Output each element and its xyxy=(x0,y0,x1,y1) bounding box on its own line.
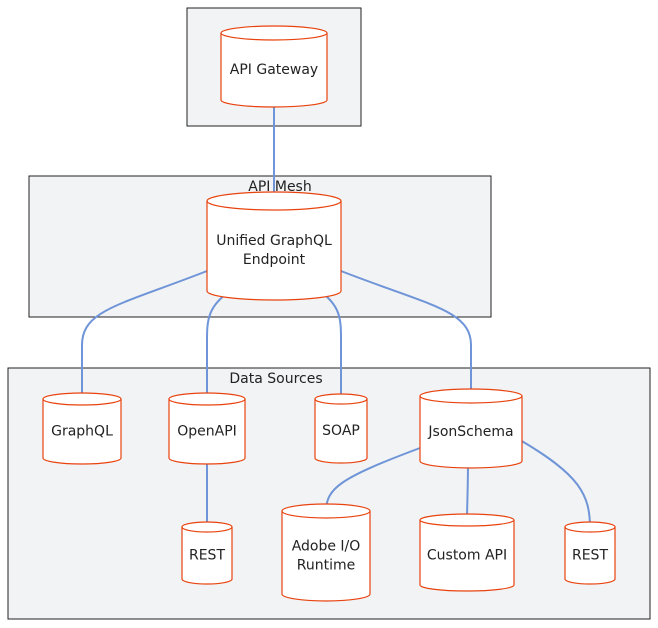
api-mesh-title: API Mesh xyxy=(248,179,311,195)
cylinder-top-rim xyxy=(42,398,122,406)
node-label: GraphQL xyxy=(51,424,113,440)
cylinder-body xyxy=(220,25,328,108)
node-label: Adobe I/O xyxy=(292,539,361,555)
node-label: JsonSchema xyxy=(427,424,513,440)
cylinder-body xyxy=(168,392,246,465)
edge-unified-to-graphql xyxy=(81,270,208,400)
rest-under-jsonschema-node: REST xyxy=(564,521,616,585)
cylinder-top-rim xyxy=(564,526,616,533)
jsonschema-source-node: JsonSchema xyxy=(419,388,523,469)
cylinder-body xyxy=(42,392,122,465)
data-sources-title: Data Sources xyxy=(229,371,322,387)
cylinder-top-rim xyxy=(419,395,523,404)
cylinder-top-rim xyxy=(419,519,515,527)
cylinder-top-rim xyxy=(281,510,371,519)
cylinder-body xyxy=(419,513,515,592)
cylinder-top-rim xyxy=(314,398,368,405)
node-label: SOAP xyxy=(322,423,360,439)
cylinder-body xyxy=(314,393,368,464)
cylinder-body xyxy=(206,191,342,301)
openapi-source-node: OpenAPI xyxy=(168,392,246,465)
unified-graphql-endpoint-node: Unified GraphQL Endpoint xyxy=(206,191,342,301)
node-label: API Gateway xyxy=(230,62,318,78)
edge-jsonschema-to-rest xyxy=(519,439,591,529)
cylinder-body xyxy=(419,388,523,469)
soap-source-node: SOAP xyxy=(314,393,368,464)
node-label: Custom API xyxy=(427,548,507,564)
graphql-source-node: GraphQL xyxy=(42,392,122,465)
cylinder-top-rim xyxy=(168,398,246,406)
node-label: Endpoint xyxy=(243,252,306,268)
api-gateway-node: API Gateway xyxy=(220,25,328,108)
node-label: REST xyxy=(189,548,225,564)
cylinder-top-rim xyxy=(181,526,233,533)
cylinder-body xyxy=(181,521,233,585)
cylinder-top-rim xyxy=(206,200,342,211)
cylinder-body xyxy=(564,521,616,585)
edge-jsonschema-to-custom-api xyxy=(466,459,469,523)
cylinder-body xyxy=(281,503,371,602)
node-label: Runtime xyxy=(297,558,355,574)
node-label: REST xyxy=(572,548,608,564)
node-label: Unified GraphQL xyxy=(216,233,332,249)
cylinder-top-rim xyxy=(220,32,328,41)
node-label: OpenAPI xyxy=(177,424,237,440)
edge-unified-to-jsonschema xyxy=(340,270,472,400)
adobe-io-runtime-node: Adobe I/O Runtime xyxy=(281,503,371,602)
custom-api-node: Custom API xyxy=(419,513,515,592)
rest-under-openapi-node: REST xyxy=(181,521,233,585)
